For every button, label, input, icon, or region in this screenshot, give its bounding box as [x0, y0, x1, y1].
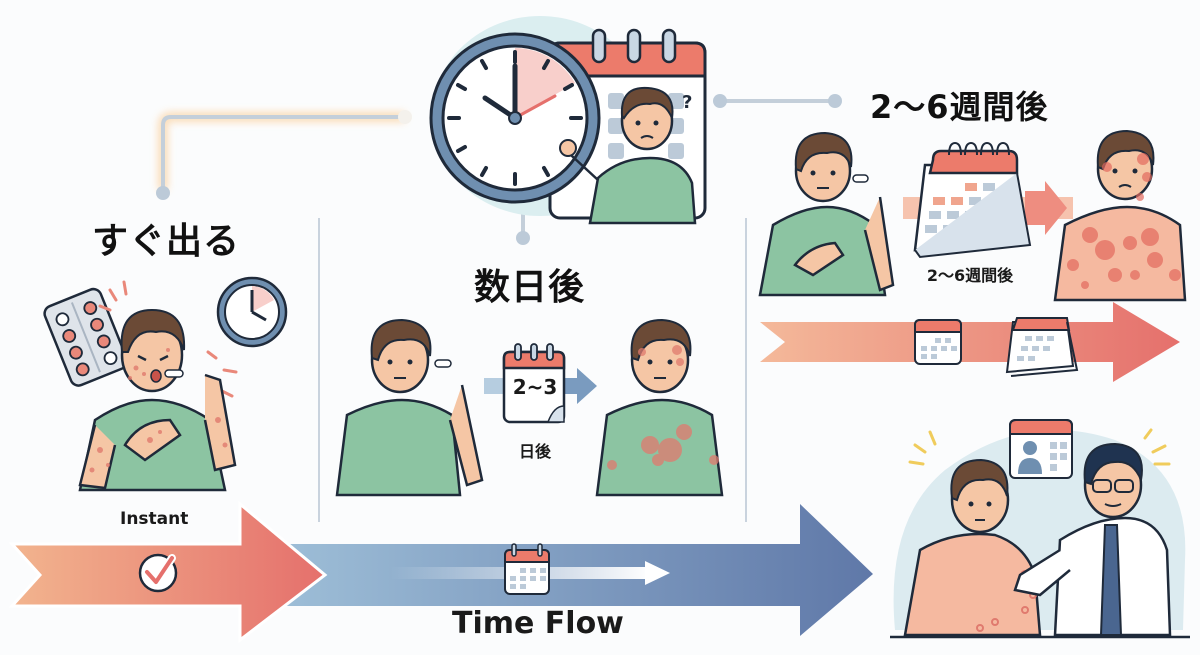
- calendar-caption-weeks: 2～6週間後: [926, 266, 1014, 285]
- man-with-rash: [595, 318, 724, 497]
- svg-text:?: ?: [682, 92, 692, 113]
- stage-title-days: 数日後: [474, 267, 586, 308]
- instant-label: Instant: [120, 509, 189, 529]
- connector-dot-immediate: [156, 186, 170, 200]
- flip-calendar-icon: [1005, 317, 1079, 377]
- pill-pack-icon: [43, 287, 129, 387]
- clock-icon: [216, 276, 288, 348]
- man-taking-pill: [335, 318, 484, 497]
- stage-title-immediate: すぐ出る: [92, 221, 241, 262]
- stage-illustration-weeks: [758, 129, 1187, 302]
- section-divider-1: [318, 218, 320, 522]
- calendar-icon: [502, 343, 566, 424]
- stage-illustration-days: [335, 318, 724, 497]
- stage-illustration-immediate: [43, 276, 288, 492]
- time-flow-label: Time Flow: [452, 606, 624, 641]
- man-with-severe-rash: [1053, 129, 1187, 302]
- calendar-icon: [913, 141, 1032, 259]
- calendar-icon: [914, 319, 962, 365]
- doctor-consultation: [890, 419, 1190, 639]
- confused-man-figure: ?: [559, 86, 697, 225]
- calendar-value-days: 2~3: [512, 375, 558, 399]
- weeks-progress-arrow: [760, 302, 1180, 382]
- calendar-icon: [504, 543, 550, 595]
- calendar-caption-days: 日後: [518, 442, 551, 461]
- section-divider-2: [745, 218, 747, 522]
- stage-title-weeks: 2～6週間後: [870, 88, 1049, 126]
- clock-icon: [429, 32, 601, 204]
- man-taking-pill: [758, 131, 895, 297]
- timeline-arrows: [8, 500, 873, 644]
- doctor-figure: [1013, 442, 1172, 637]
- doctor-calendar-icon: [1009, 419, 1073, 479]
- check-circle-icon: [138, 553, 178, 593]
- hero-clock-calendar: ?: [420, 8, 720, 228]
